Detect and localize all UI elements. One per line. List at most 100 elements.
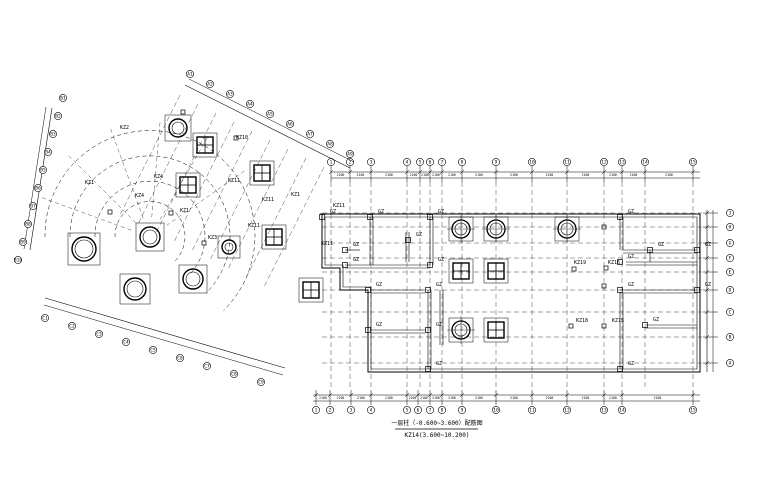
axis-rot-top-bubble [326,140,334,148]
radial-line [110,128,144,219]
axis-rot-top-bubble [226,90,234,98]
rotated-axis [137,103,199,225]
gz-column [319,214,325,220]
kz-label: KZ4 [135,193,144,199]
axis-right-bubble [726,209,734,217]
axis-top-label: 9 [495,159,498,165]
grid-line [690,169,696,175]
rotated-axis [191,130,253,252]
label: 2100 [319,396,327,400]
grid-line [619,169,625,175]
square-column-frame [483,317,509,343]
axis-bottom-bubble [689,406,697,414]
drawing-linework [14,70,734,430]
gz-label: GZ [438,257,444,263]
round-column-core [126,280,144,298]
rotated-axis [245,157,307,279]
label: 2100 [432,396,440,400]
grid-line [564,169,570,175]
rotated-axis [209,139,271,261]
axis-top-label: 1 [330,159,333,165]
axis-bottom-bubble [312,406,320,414]
axis-rot-top-label: A5 [267,111,273,117]
axis-right-label: C [729,309,732,315]
axis-bottom-label: 9 [461,407,464,413]
axis-rot-bottom-bubble [230,370,238,378]
grid-line [601,169,607,175]
axis-top-label: 3 [370,159,373,165]
axis-top-bubble [563,158,571,166]
axis-rot-bottom-bubble [95,330,103,338]
column-marker [201,240,207,246]
round-column [168,118,188,138]
label: 2100 [337,396,345,400]
grid-line [415,392,421,398]
axis-top-bubble [600,158,608,166]
axis-top-label: 13 [619,159,625,165]
axis-rot-left-label: B9 [20,239,26,245]
label: 2100 [546,396,554,400]
axis-top-label: 12 [601,159,607,165]
gz-column [425,287,431,293]
rotated-axis [119,94,181,216]
square-column-frame [261,224,287,250]
gz-column [427,262,433,268]
axis-top-label: 5 [419,159,422,165]
radial-arc [69,155,231,294]
axis-rot-left-label: B5 [40,167,46,173]
axis-bottom-label: 4 [370,407,373,413]
axis-bottom-bubble [618,406,626,414]
gz-label: GZ [330,209,336,215]
kz-label: KZ11 [248,223,260,229]
gz-column [642,322,648,328]
label: 2100 [421,173,429,177]
column-marker [601,224,607,230]
axis-rot-left-bubble [59,94,67,102]
axis-rot-top-bubble [246,100,254,108]
gz-label: GZ [416,232,422,238]
axis-bottom-label: 15 [690,407,696,413]
axis-rot-left-bubble [39,166,47,174]
grid-line [642,169,648,175]
round-column-frame [217,235,241,259]
wall [324,216,698,370]
axis-right-label: D [729,287,732,293]
column-marker [180,109,186,115]
label: 2100 [448,173,456,177]
grid-line [313,392,319,398]
axis-rot-bottom-label: C1 [42,315,48,321]
axis-top-bubble [438,158,446,166]
grid-line [704,255,710,261]
gz-label: GZ [658,242,664,248]
label: 2100 [582,173,590,177]
axis-rot-top-label: A8 [327,141,333,147]
rotated-axis [227,148,289,270]
axis-rot-top-label: A1 [187,71,193,77]
column-marker [107,209,113,215]
grid-line [348,392,354,398]
axis-bottom-bubble [563,406,571,414]
gz-label: GZ [438,209,444,215]
axis-right-label: F [729,255,732,261]
round-column-core [74,239,94,259]
kz-label: KZ11 [262,197,274,203]
axis-rot-bottom-label: C7 [204,363,210,369]
kz-label: KZ4 [154,174,163,180]
gz-column [647,247,653,253]
radial-arc [114,201,186,262]
axis-bottom-label: 8 [441,407,444,413]
square-column-frame [249,160,275,186]
kz-label: KZ16 [608,260,620,266]
round-column-core [171,121,185,135]
column-marker [601,323,607,329]
axis-bottom-bubble [426,406,434,414]
axis-bottom-label: 13 [601,407,607,413]
grid-line [427,392,433,398]
gz-column [694,287,700,293]
axis-rot-top-label: A9 [347,151,353,157]
column-marker [233,135,239,141]
grid-line [704,269,710,275]
gz-column [342,262,348,268]
kz-label: KZ10 [236,135,248,141]
